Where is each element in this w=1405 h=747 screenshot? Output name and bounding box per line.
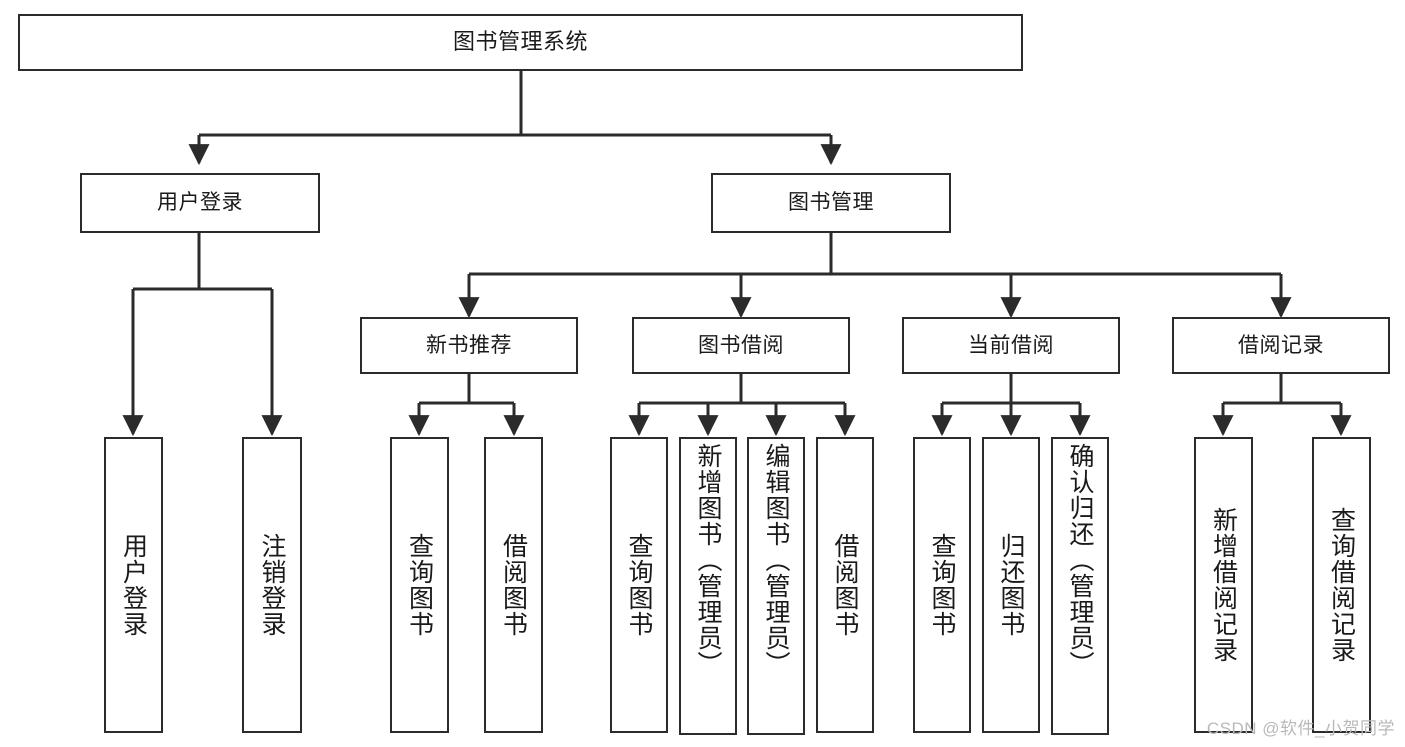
node-label: 新增图书（管理员）	[694, 443, 722, 677]
node-label: 用户登录	[119, 533, 148, 637]
node-user-login[interactable]: 用户登录	[80, 173, 320, 233]
node-root-system[interactable]: 图书管理系统	[18, 14, 1023, 71]
node-new-book-recommend[interactable]: 新书推荐	[360, 317, 578, 374]
watermark-text: CSDN @软件_小贺同学	[1206, 719, 1395, 738]
node-label: 借阅图书	[831, 533, 859, 637]
node-label: 查询图书	[625, 533, 653, 637]
leaf-logout[interactable]: 注销登录	[242, 437, 302, 733]
node-label: 编辑图书（管理员）	[762, 443, 790, 677]
leaf-edit-book-admin[interactable]: 编辑图书（管理员）	[747, 437, 805, 735]
leaf-user-login[interactable]: 用户登录	[104, 437, 163, 733]
node-label: 借阅图书	[499, 533, 528, 637]
leaf-borrow-book-recommend[interactable]: 借阅图书	[484, 437, 543, 733]
leaf-add-borrow-record[interactable]: 新增借阅记录	[1194, 437, 1253, 733]
leaf-return-book[interactable]: 归还图书	[982, 437, 1040, 733]
node-label: 图书管理	[788, 191, 874, 215]
leaf-add-book-admin[interactable]: 新增图书（管理员）	[679, 437, 737, 735]
node-label: 查询借阅记录	[1327, 507, 1356, 663]
node-label: 新增借阅记录	[1209, 507, 1238, 663]
node-label: 当前借阅	[968, 333, 1054, 357]
node-borrow-record[interactable]: 借阅记录	[1172, 317, 1390, 374]
leaf-query-book-current[interactable]: 查询图书	[913, 437, 971, 733]
node-label: 图书管理系统	[452, 29, 588, 55]
leaf-confirm-return-admin[interactable]: 确认归还（管理员）	[1051, 437, 1109, 735]
node-label: 确认归还（管理员）	[1066, 443, 1094, 677]
leaf-query-borrow-record[interactable]: 查询借阅记录	[1312, 437, 1371, 733]
node-label: 注销登录	[258, 533, 286, 637]
leaf-query-book-recommend[interactable]: 查询图书	[390, 437, 449, 733]
node-label: 查询图书	[928, 533, 956, 637]
leaf-query-book-borrow[interactable]: 查询图书	[610, 437, 668, 733]
node-label: 归还图书	[997, 533, 1025, 637]
node-book-management[interactable]: 图书管理	[711, 173, 951, 233]
node-label: 图书借阅	[698, 333, 784, 357]
node-current-borrow[interactable]: 当前借阅	[902, 317, 1120, 374]
node-label: 查询图书	[405, 533, 434, 637]
node-book-borrow[interactable]: 图书借阅	[632, 317, 850, 374]
node-label: 新书推荐	[426, 333, 512, 357]
node-label: 借阅记录	[1238, 333, 1324, 357]
node-label: 用户登录	[157, 191, 243, 215]
leaf-borrow-book[interactable]: 借阅图书	[816, 437, 874, 733]
